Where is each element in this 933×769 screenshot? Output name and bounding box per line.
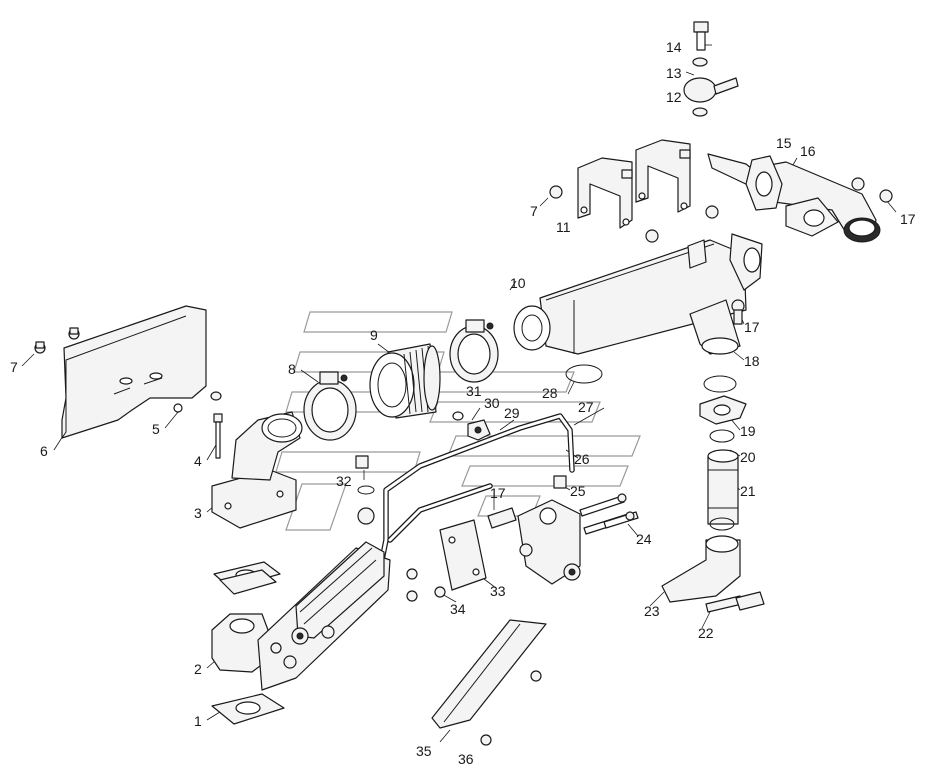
part-label: 18 — [744, 353, 760, 369]
bolt-icon — [34, 327, 80, 354]
part-label: 17 — [490, 485, 506, 501]
part-label: 15 — [776, 135, 792, 151]
part-label: 19 — [740, 423, 756, 439]
mounting-bracket — [577, 139, 691, 229]
part-label: 23 — [644, 603, 660, 619]
exhaust-outlet-pipe — [707, 153, 881, 243]
part-label: 28 — [542, 385, 558, 401]
banjo-fitting — [683, 21, 739, 117]
cover-plate — [439, 519, 487, 591]
long-bolt-icon — [173, 391, 223, 459]
union-fitting — [355, 455, 375, 525]
part-label: 31 — [466, 383, 482, 399]
part-label: 7 — [530, 203, 538, 219]
gasket-ring — [565, 364, 603, 384]
part-labels: 1 2 3 4 5 6 7 7 8 9 10 11 12 13 14 15 16… — [10, 39, 916, 767]
egr-pipe — [377, 413, 575, 573]
part-label: 17 — [900, 211, 916, 227]
part-label: 17 — [744, 319, 760, 335]
part-label: 5 — [152, 421, 160, 437]
part-label: 20 — [740, 449, 756, 465]
egr-valve-assembly — [211, 541, 418, 691]
bellows-joint — [369, 343, 441, 419]
part-label: 22 — [698, 625, 714, 641]
part-label: 21 — [740, 483, 756, 499]
part-label: 6 — [40, 443, 48, 459]
part-label: 13 — [666, 65, 682, 81]
part-label: 2 — [194, 661, 202, 677]
part-label: 33 — [490, 583, 506, 599]
part-label: 29 — [504, 405, 520, 421]
part-label: 3 — [194, 505, 202, 521]
part-label: 36 — [458, 751, 474, 767]
part-label: 10 — [510, 275, 526, 291]
bolt-icon — [579, 493, 639, 535]
part-label: 8 — [288, 361, 296, 377]
v-band-clamp-2 — [449, 319, 499, 383]
part-label: 7 — [10, 359, 18, 375]
part-label: 4 — [194, 453, 202, 469]
part-label: 25 — [570, 483, 586, 499]
exhaust-tube — [513, 233, 763, 355]
part-label: 34 — [450, 601, 466, 617]
small-fitting — [452, 411, 491, 441]
part-label: 32 — [336, 473, 352, 489]
valve-body — [487, 475, 581, 585]
heat-shield-plate — [61, 305, 207, 439]
part-label: 26 — [574, 451, 590, 467]
nut-icon — [406, 586, 446, 602]
part-label: 35 — [416, 743, 432, 759]
exhaust-elbow — [211, 411, 303, 529]
part-label: 12 — [666, 89, 682, 105]
part-label: 24 — [636, 531, 652, 547]
part-label: 1 — [194, 713, 202, 729]
flange-gasket — [211, 569, 285, 725]
flange-gasket-stack — [661, 375, 765, 613]
part-label: 30 — [484, 395, 500, 411]
part-label: 9 — [370, 327, 378, 343]
part-label: 14 — [666, 39, 682, 55]
part-label: 11 — [556, 219, 571, 235]
part-label: 27 — [578, 399, 594, 415]
part-label: 16 — [800, 143, 816, 159]
bolt-icon — [549, 177, 893, 325]
v-band-clamp — [303, 371, 357, 441]
support-bracket — [431, 619, 547, 746]
